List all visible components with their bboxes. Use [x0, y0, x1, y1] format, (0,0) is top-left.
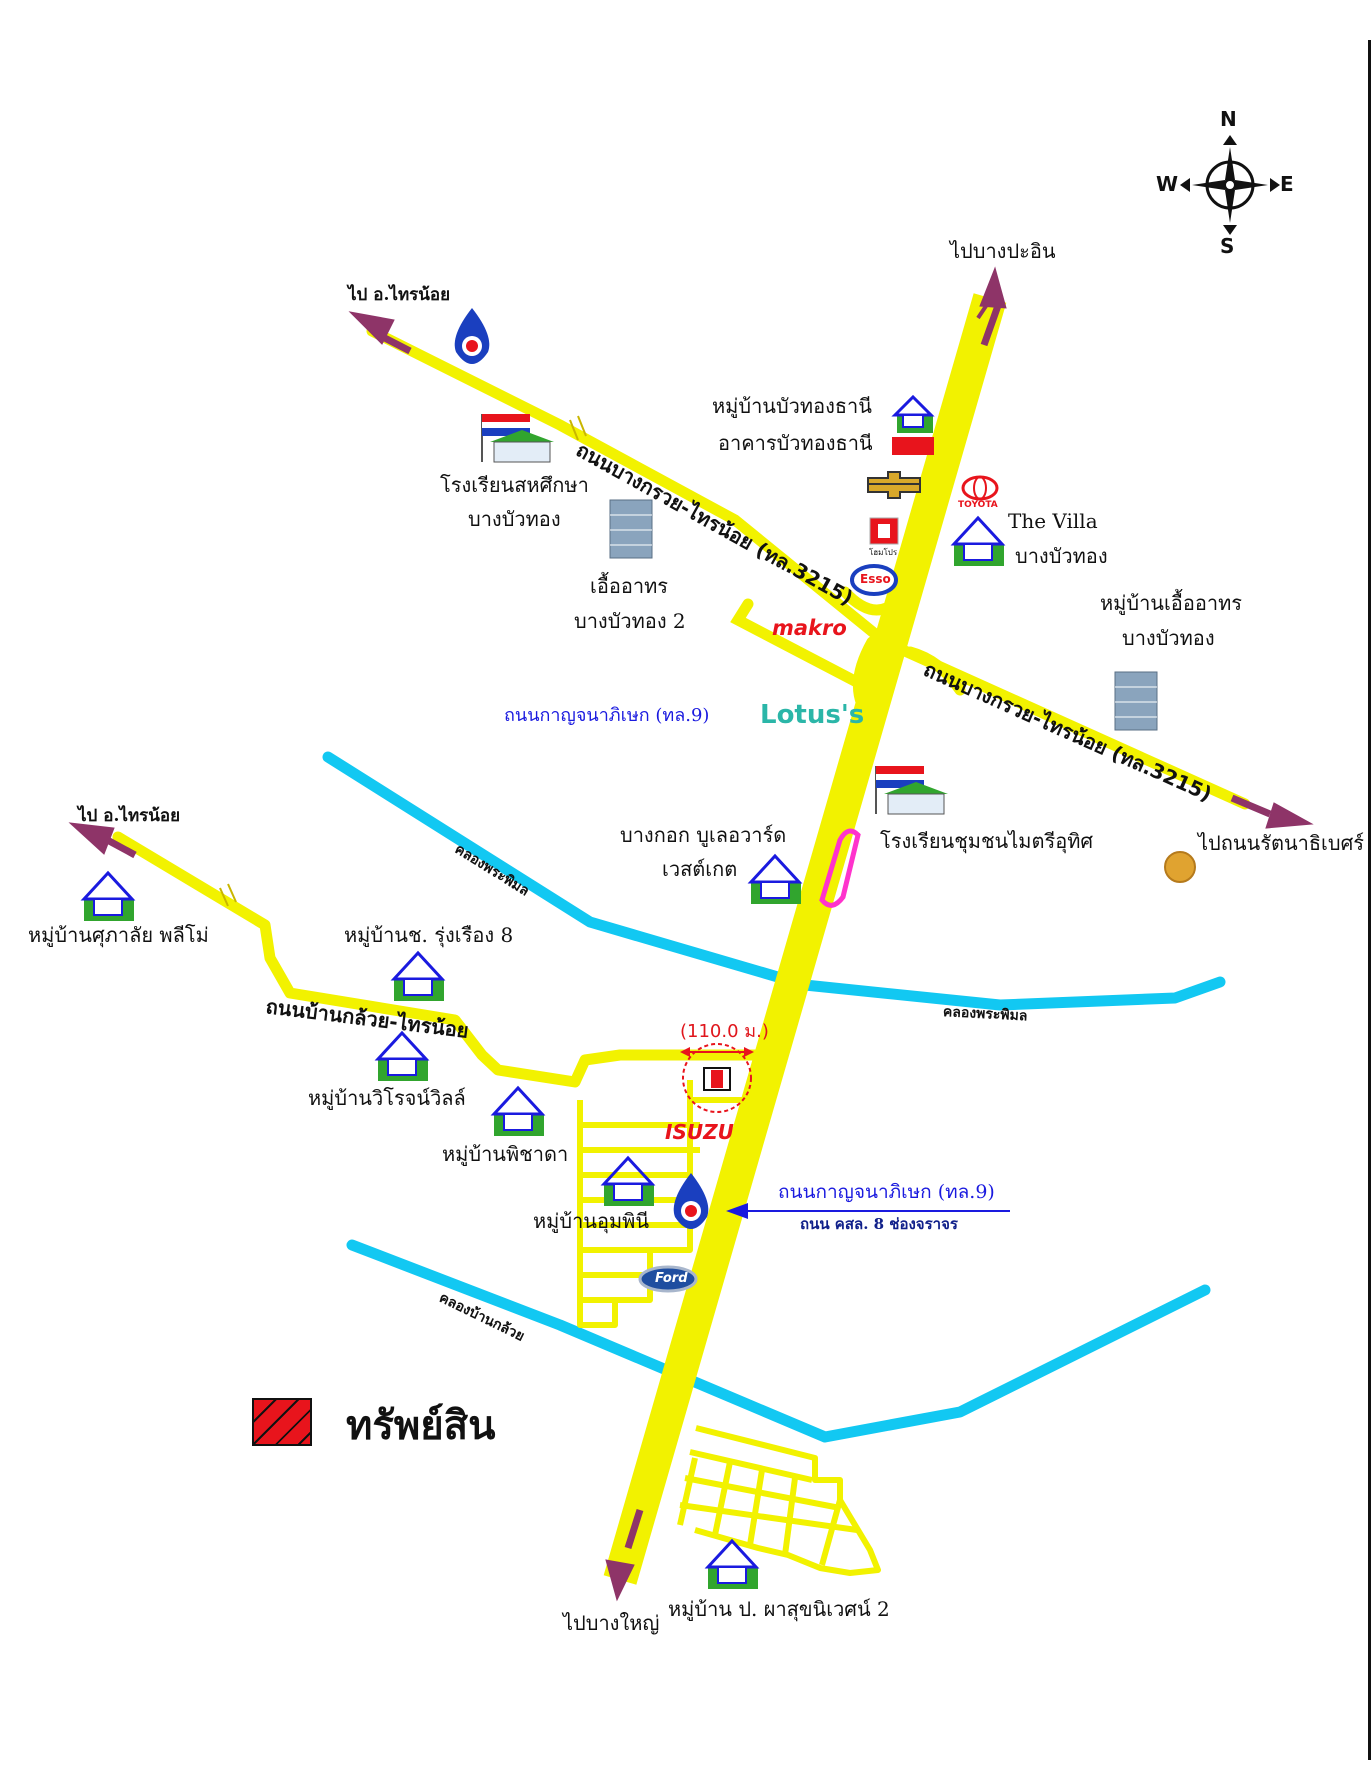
road-bankluai-sainoi	[112, 831, 766, 1088]
label-viroj: หมู่บ้านวิโรจน์วิลล์	[308, 1086, 466, 1110]
dest-north: ไปบางปะอิน	[950, 239, 1056, 263]
toyota-label: TOYOTA	[958, 500, 998, 510]
compass-rose-icon	[1180, 135, 1280, 235]
legend-property-swatch	[252, 1398, 312, 1446]
isuzu-logo: ISUZU	[665, 1120, 734, 1144]
compass-north: N	[1220, 107, 1237, 131]
compass-south: S	[1220, 234, 1235, 258]
village-house-icon	[390, 950, 446, 1001]
makro-logo: makro	[772, 616, 847, 640]
village-house-icon	[490, 1085, 546, 1136]
page-border	[1368, 40, 1371, 1760]
ptt-gas-station-icon	[454, 308, 490, 364]
chevrolet-logo-icon	[867, 471, 921, 499]
canal-phra-phimon-upper	[322, 751, 1226, 1011]
label-sahasuksa-school-2: บางบัวทอง	[468, 507, 561, 531]
soi-grid-west	[577, 1080, 745, 1328]
canal-ban-kluai	[346, 1239, 1211, 1443]
ford-label: Ford	[655, 1271, 688, 1286]
toyota-logo-icon	[961, 475, 999, 501]
road-label-kanchanaphisek-lanes: ถนน คสล. 8 ช่องจราจร	[800, 1215, 958, 1233]
village-house-icon	[600, 1155, 656, 1206]
highway-pointer	[726, 1203, 1010, 1219]
subject-property	[680, 1043, 754, 1113]
label-ua-athorn-2-2: บางบัวทอง 2	[574, 609, 686, 633]
esso-logo-icon	[850, 564, 898, 596]
label-rungruang: หมู่บ้านช. รุ่งเรือง 8	[344, 923, 514, 947]
label-ua-athorn-2-1: เอื้ออาทร	[590, 574, 669, 598]
village-house-icon	[891, 394, 935, 433]
canal-label-phra-phimon-2: คลองพระพิมล	[942, 1004, 1028, 1025]
distance-label: (110.0 ม.)	[680, 1021, 769, 1042]
road-bangkruai-sainoi	[366, 325, 1251, 810]
school-icon	[875, 766, 948, 815]
village-house-icon	[950, 515, 1006, 566]
label-the-villa-1: The Villa	[1008, 509, 1098, 533]
dest-northwest-mid: ไป อ.ไทรน้อย	[78, 806, 181, 826]
label-chumchon-school: โรงเรียนชุมชนไมตรีอุทิศ	[880, 829, 1094, 853]
village-house-icon	[80, 870, 136, 921]
road-label-kanchanaphisek-upper: ถนนกาญจนาภิเษก (ทล.9)	[504, 705, 710, 726]
dest-northwest-top: ไป อ.ไทรน้อย	[348, 285, 451, 305]
dest-east: ไปถนนรัตนาธิเบศร์	[1198, 831, 1365, 855]
label-sahasuksa-school-1: โรงเรียนสหศึกษา	[440, 473, 589, 497]
school-icon	[481, 414, 554, 463]
u-turn-marker	[819, 828, 861, 908]
homepro-logo-icon	[869, 517, 899, 545]
label-bua-thong-thani-building: อาคารบัวทองธานี	[718, 431, 873, 455]
legend-property-label: ทรัพย์สิน	[346, 1402, 496, 1449]
road-label-kanchanaphisek-pointer: ถนนกาญจนาภิเษก (ทล.9)	[778, 1181, 995, 1203]
label-ua-athorn-village-2: บางบัวทอง	[1122, 626, 1215, 650]
dest-south: ไปบางใหญ่	[563, 1611, 660, 1635]
label-boulevard-1: บางกอก บูเลอวาร์ด	[620, 823, 787, 847]
ptt-gas-station-icon	[673, 1173, 709, 1229]
building-icon	[610, 514, 1157, 718]
label-bua-thong-thani-village: หมู่บ้านบัวทองธานี	[712, 394, 872, 418]
metro-logo-icon	[1164, 851, 1196, 883]
label-the-villa-2: บางบัวทอง	[1015, 544, 1108, 568]
homepro-label: โฮมโปร	[869, 548, 898, 557]
label-pha-suk: หมู่บ้าน ป. ผาสุขนิเวศน์ 2	[668, 1597, 890, 1621]
ford-logo-icon	[638, 1265, 698, 1293]
building-icon	[609, 437, 1158, 731]
village-house-icon	[374, 1030, 430, 1081]
label-boulevard-2: เวสต์เกต	[662, 857, 738, 881]
village-house-icon	[704, 1538, 760, 1589]
canals	[322, 751, 1226, 1443]
lotus-logo: Lotus's	[760, 700, 865, 730]
compass-east: E	[1280, 172, 1294, 196]
label-umphini: หมู่บ้านอุมพินี	[533, 1209, 650, 1233]
village-house-icon	[747, 853, 803, 904]
direction-arrows	[68, 266, 1314, 1602]
label-phichada: หมู่บ้านพิชาดา	[442, 1142, 569, 1166]
label-supalai: หมู่บ้านศุภาลัย พลีโม่	[28, 923, 209, 947]
label-ua-athorn-village-1: หมู่บ้านเอื้ออาทร	[1100, 591, 1242, 615]
esso-label: Esso	[860, 572, 891, 586]
compass-west: W	[1156, 172, 1179, 196]
soi-grid-south	[677, 1425, 881, 1576]
